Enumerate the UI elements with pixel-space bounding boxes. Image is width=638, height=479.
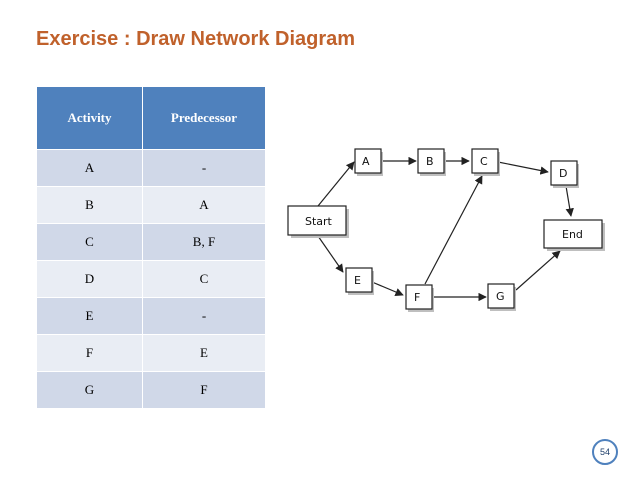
cell-activity: C: [37, 223, 143, 261]
cell-predecessor: -: [142, 149, 265, 187]
node-b: B: [417, 148, 446, 176]
node-d-label: D: [559, 167, 567, 180]
node-g-label: G: [496, 290, 505, 303]
cell-activity: B: [37, 186, 143, 224]
edge-start-a: [317, 161, 355, 207]
cell-predecessor: A: [142, 186, 265, 224]
table-row: F E: [37, 334, 265, 372]
node-f-label: F: [414, 291, 420, 304]
node-start: Start: [287, 205, 349, 238]
node-c-label: C: [480, 155, 488, 168]
table-row: D C: [37, 260, 265, 298]
table-row: E -: [37, 297, 265, 335]
cell-activity: D: [37, 260, 143, 298]
cell-predecessor: C: [142, 260, 265, 298]
node-b-label: B: [426, 155, 434, 168]
cell-predecessor: B, F: [142, 223, 265, 261]
edge-e-f: [371, 281, 404, 296]
page-number-badge: 54: [592, 439, 618, 465]
node-d: D: [550, 160, 579, 188]
activity-table: Activity Predecessor A - B A C B, F D C …: [37, 87, 265, 408]
cell-activity: E: [37, 297, 143, 335]
table-header-row: Activity Predecessor: [37, 87, 265, 150]
node-e-label: E: [354, 274, 361, 287]
edge-d-end: [565, 185, 574, 217]
node-g: G: [487, 283, 516, 311]
table-row: A -: [37, 149, 265, 187]
edge-start-e: [317, 235, 344, 273]
node-e: E: [345, 267, 374, 295]
node-end: End: [543, 219, 605, 251]
cell-activity: A: [37, 149, 143, 187]
cell-activity: G: [37, 371, 143, 408]
edge-c-d: [497, 161, 549, 175]
node-c: C: [471, 148, 500, 176]
cell-predecessor: F: [142, 371, 265, 408]
slide-title: Exercise : Draw Network Diagram: [36, 28, 356, 50]
diagram-edges: [317, 156, 574, 302]
edge-g-end: [515, 250, 561, 291]
cell-activity: F: [37, 334, 143, 372]
node-a: A: [354, 148, 383, 176]
node-a-label: A: [362, 155, 370, 168]
page-number: 54: [599, 447, 610, 457]
node-end-label: End: [562, 228, 583, 241]
node-start-label: Start: [305, 215, 333, 228]
header-activity: Activity: [37, 87, 143, 150]
table-row: B A: [37, 186, 265, 224]
edge-f-c: [424, 175, 483, 285]
node-f: F: [405, 284, 434, 312]
cell-predecessor: E: [142, 334, 265, 372]
table-row: C B, F: [37, 223, 265, 261]
cell-predecessor: -: [142, 297, 265, 335]
header-predecessor: Predecessor: [142, 87, 265, 150]
table-row: G F: [37, 371, 265, 408]
